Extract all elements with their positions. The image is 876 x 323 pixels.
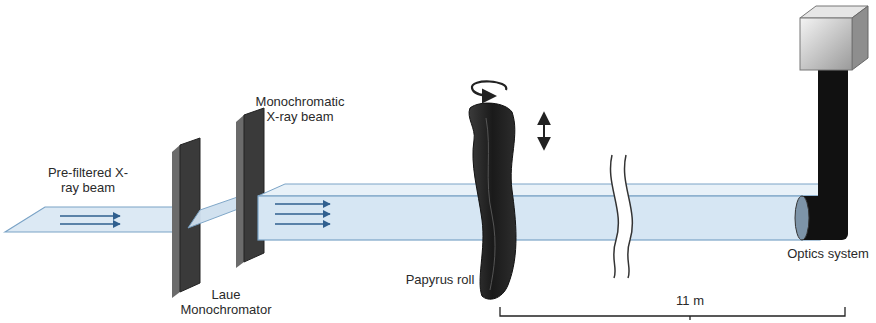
label-text: Optics system xyxy=(787,246,869,261)
label-text: Laue Monochromator xyxy=(176,287,276,317)
label-text: Papyrus roll xyxy=(406,272,475,287)
papyrus-roll xyxy=(469,103,516,299)
monochromatic-beam xyxy=(258,184,846,240)
prefiltered-beam xyxy=(5,207,192,232)
label-text: 11 m xyxy=(676,293,704,308)
translation-arrow xyxy=(544,114,545,148)
break-mark xyxy=(610,155,632,278)
label-text: Pre-filtered X-ray beam xyxy=(42,165,134,195)
dimension-bracket xyxy=(500,307,845,320)
laue-crystal xyxy=(236,108,264,268)
label-text: Monochromatic X-ray beam xyxy=(249,94,351,124)
rotation-arrow xyxy=(472,81,506,96)
camera-optics xyxy=(795,6,868,240)
